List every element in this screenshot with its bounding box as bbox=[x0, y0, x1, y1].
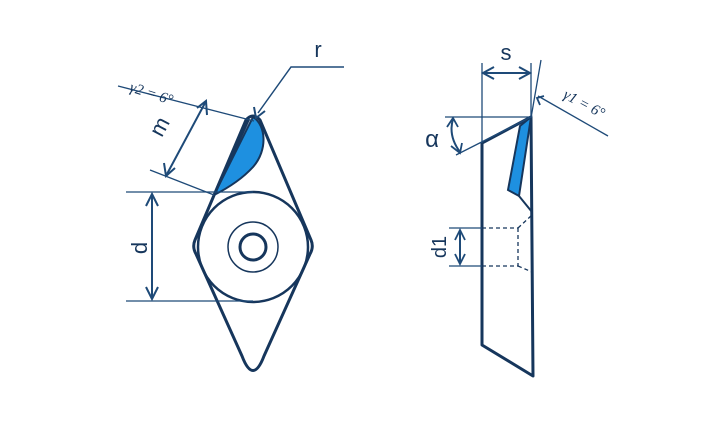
r-label: r bbox=[314, 37, 321, 62]
m-arrow-top bbox=[196, 99, 208, 116]
side-view: s γ1 = 6° α d1 bbox=[425, 40, 609, 378]
alpha-label: α bbox=[425, 126, 439, 153]
s-label: s bbox=[501, 40, 512, 65]
d1-arrow-top bbox=[454, 227, 466, 241]
r-leader bbox=[257, 66, 344, 114]
r-arrow bbox=[253, 106, 266, 120]
d1-label: d1 bbox=[429, 236, 451, 258]
gamma1-vertical-ref bbox=[530, 59, 542, 119]
hole-inner bbox=[238, 232, 268, 262]
top-view: d γ2 = 6° m r bbox=[117, 37, 344, 372]
rake-face-top bbox=[211, 115, 265, 198]
s-arrow-left bbox=[480, 66, 495, 80]
alpha-ext-bottom bbox=[455, 116, 532, 156]
alpha-arrow-top bbox=[446, 116, 459, 128]
chip-groove bbox=[518, 195, 533, 213]
alpha-arrow-bottom bbox=[450, 142, 463, 155]
m-dim-line bbox=[166, 102, 206, 175]
gamma1-arrow bbox=[535, 95, 545, 106]
d-label: d bbox=[127, 242, 152, 254]
m-label: m bbox=[144, 113, 175, 141]
gamma2-label: γ2 = 6° bbox=[128, 80, 175, 109]
m-ext-line bbox=[149, 169, 215, 196]
d-arrow-top bbox=[145, 191, 159, 207]
d-arrow-bottom bbox=[145, 286, 159, 302]
cutting-edge-line bbox=[212, 118, 251, 196]
s-arrow-right bbox=[518, 66, 533, 80]
gamma1-ref-line bbox=[537, 95, 609, 137]
gamma2-ref-line bbox=[117, 85, 255, 122]
m-arrow-bottom bbox=[163, 162, 176, 178]
hidden-hole bbox=[482, 214, 533, 273]
d1-arrow-bottom bbox=[454, 253, 466, 267]
gamma1-label: γ1 = 6° bbox=[560, 87, 607, 122]
inscribed-circle bbox=[196, 190, 310, 304]
alpha-arc bbox=[450, 118, 461, 153]
hole-outer bbox=[227, 221, 279, 273]
